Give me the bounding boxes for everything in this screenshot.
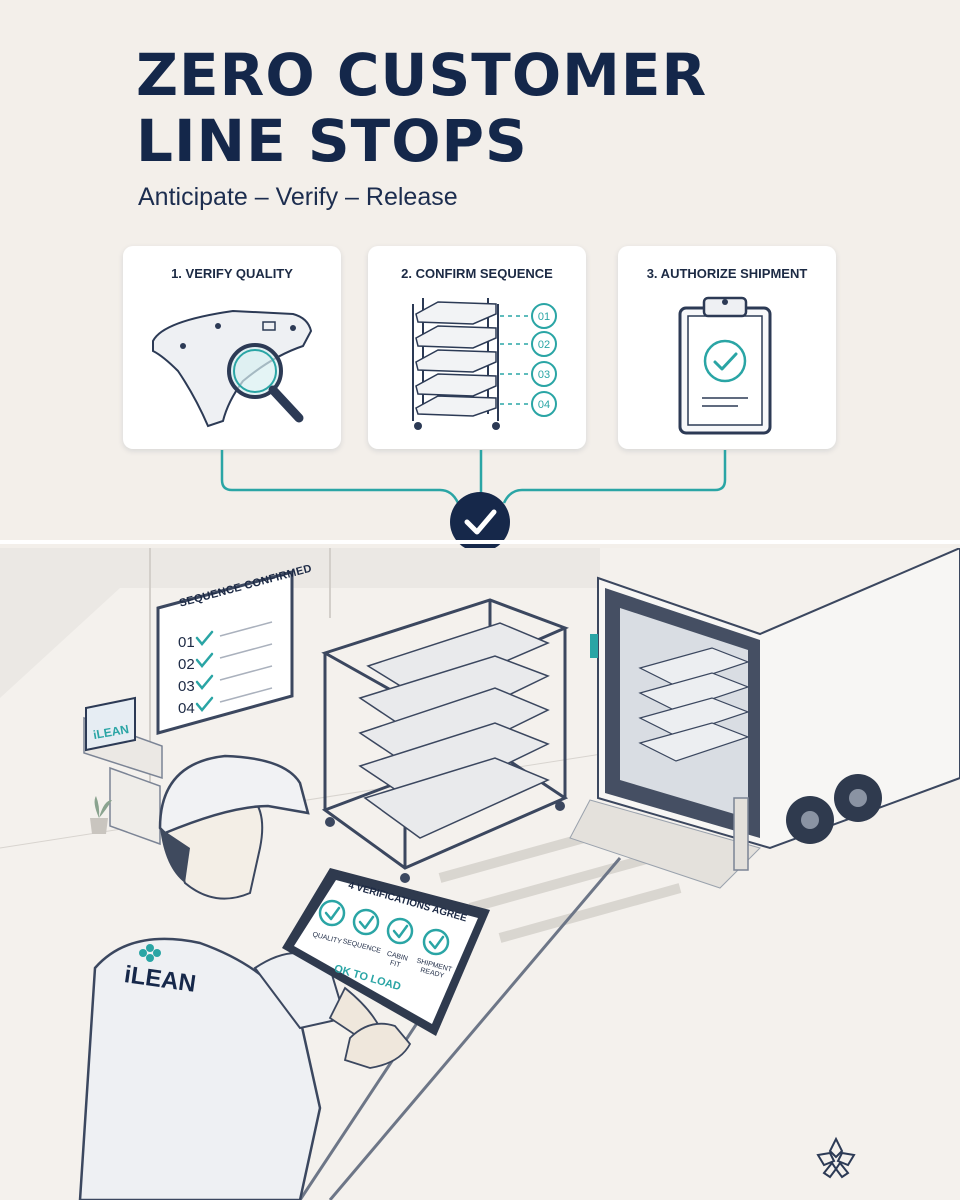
title-line-1: ZERO CUSTOMER: [136, 41, 708, 109]
board-row-01: 01: [178, 634, 195, 651]
check-circle-icon: [450, 492, 510, 548]
sequence-board: [156, 570, 294, 735]
subtitle: Anticipate – Verify – Release: [138, 183, 458, 211]
ilean-logo-icon: [816, 1136, 856, 1179]
sequence-number-01: 01: [538, 311, 550, 323]
trailer: [569, 548, 960, 889]
step-label-confirm-sequence: 2. CONFIRM SEQUENCE: [401, 266, 553, 281]
board-row-02: 02: [178, 656, 195, 673]
flow-connector: [220, 450, 727, 548]
magnifier-headliner-icon: [152, 309, 313, 428]
page-title: ZERO CUSTOMER LINE STOPS: [136, 42, 707, 174]
worker: [78, 754, 382, 1200]
warehouse-scene: [0, 548, 960, 1200]
sequence-number-04: 04: [538, 399, 550, 411]
sequence-number-02: 02: [538, 339, 550, 351]
monitor: [85, 696, 136, 752]
step-card-confirm-sequence: 2. CONFIRM SEQUENCE 01 02 03 04: [368, 246, 586, 449]
tablet: [282, 868, 490, 1036]
board-row-04: 04: [178, 700, 195, 717]
step-label-authorize-shipment: 3. AUTHORIZE SHIPMENT: [646, 266, 808, 281]
title-line-2: LINE STOPS: [136, 107, 528, 175]
section-divider: [0, 540, 960, 544]
plant-icon: [90, 796, 112, 834]
sequence-number-03: 03: [538, 369, 550, 381]
step-card-authorize-shipment: 3. AUTHORIZE SHIPMENT: [618, 246, 836, 449]
step-label-verify-quality: 1. VERIFY QUALITY: [171, 266, 293, 281]
step-card-verify-quality: 1. VERIFY QUALITY: [123, 246, 341, 449]
rack-sequence-icon: 01 02 03 04: [412, 298, 557, 430]
clipboard-check-icon: [678, 296, 772, 435]
ilean-shirt-logo-icon: [139, 944, 161, 962]
board-row-03: 03: [178, 678, 195, 695]
